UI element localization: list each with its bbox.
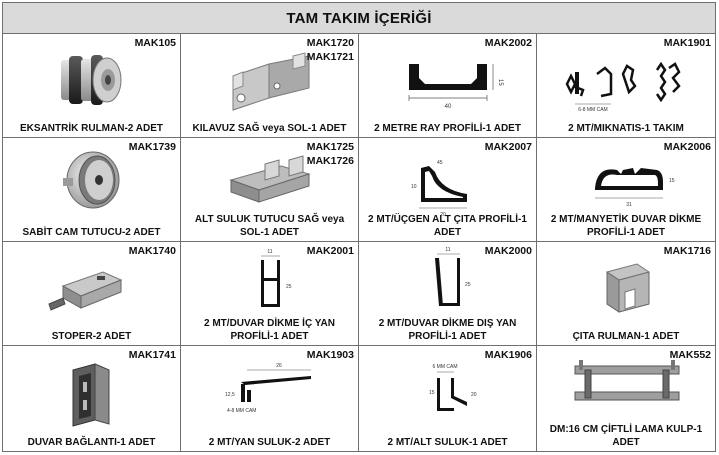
product-label: 2 MT/MANYETİK DUVAR DİKME PROFİLİ-1 ADET	[550, 214, 702, 238]
dimension-text: 25	[465, 282, 471, 288]
side-drip-profile-icon: 26 12,5 4-8 MM CAM	[225, 363, 311, 414]
dimension-text: 4-8 MM CAM	[227, 408, 256, 414]
rail-profile-icon: 40 15	[408, 64, 503, 110]
bottom-drip-profile-icon: 6 MM CAM 15 20	[429, 364, 477, 411]
product-code: MAK2001	[306, 245, 354, 257]
dimension-text: 25	[286, 284, 292, 290]
magnet-profile-icon: 6-8 MM CAM	[565, 61, 681, 113]
item-cell: 31 15 MAK2006 2 MT/MANYETİK DUVAR DİKME …	[537, 138, 715, 242]
dimension-text: 31	[626, 202, 632, 208]
eccentric-bearing-icon	[61, 55, 122, 105]
wall-outer-profile-icon: 11 25	[435, 247, 471, 306]
product-label: 2 MT/ÜÇGEN ALT ÇITA PROFİLİ-1 ADET	[368, 214, 527, 238]
product-label: ALT SULUK TUTUCU SAĞ veya SOL-1 ADET	[194, 214, 345, 238]
product-code: MAK105	[134, 37, 176, 49]
product-code: MAK1740	[128, 245, 176, 257]
dimension-text: 11	[267, 249, 272, 255]
product-code: MAK1741	[128, 349, 176, 361]
product-code: MAK1901	[663, 37, 711, 49]
wall-inner-profile-icon: 11 25	[261, 249, 292, 307]
strip-bearing-icon	[606, 263, 650, 313]
table-title: TAM TAKIM İÇERİĞİ	[3, 3, 715, 34]
dimension-text: 26	[276, 363, 282, 369]
item-cell: 11 25 MAK2000 2 MT/DUVAR DİKME DIŞ YAN P…	[359, 242, 537, 346]
dimension-text: 20	[440, 212, 446, 218]
wall-connector-icon	[72, 363, 110, 427]
triangle-profile-icon: 20 10 45	[411, 160, 467, 218]
product-code: MAK1906	[484, 349, 532, 361]
dimension-text: 10	[411, 184, 417, 190]
item-cell: MAK1741 DUVAR BAĞLANTI-1 ADET	[3, 346, 181, 451]
product-code: MAK2002	[484, 37, 532, 49]
product-label: 2 MT/ALT SULUK-1 ADET	[387, 437, 508, 448]
item-cell: MAK552 DM:16 CM ÇİFTLİ LAMA KULP-1 ADET	[537, 346, 715, 451]
item-cell: 6-8 MM CAM MAK1901 2 MT/MIKNATIS-1 TAKIM	[537, 34, 715, 138]
dimension-text: 6-8 MM CAM	[578, 107, 607, 113]
drip-holder-icon	[229, 155, 311, 203]
product-label: DUVAR BAĞLANTI-1 ADET	[27, 437, 156, 448]
product-code: MAK1903	[306, 349, 354, 361]
product-label: KILAVUZ SAĞ veya SOL-1 ADET	[192, 123, 347, 134]
product-code: MAK552	[669, 349, 711, 361]
product-code: MAK2000	[484, 245, 532, 257]
guide-bracket-icon	[232, 52, 310, 111]
product-label: SABİT CAM TUTUCU-2 ADET	[22, 227, 161, 238]
product-label: DM:16 CM ÇİFTLİ LAMA KULP-1 ADET	[549, 424, 703, 448]
product-label: 2 MT/MIKNATIS-1 TAKIM	[568, 123, 684, 134]
dimension-text: 20	[471, 392, 477, 398]
dimension-text: 45	[437, 160, 443, 166]
stopper-icon	[48, 271, 123, 311]
item-cell: 20 10 45 MAK2007 2 MT/ÜÇGEN ALT ÇITA PRO…	[359, 138, 537, 242]
dimension-text: 15	[497, 79, 503, 86]
dimension-text: 15	[429, 390, 435, 396]
fixed-glass-holder-icon	[63, 151, 120, 209]
product-code: MAK1716	[663, 245, 711, 257]
product-label: ÇITA RULMAN-1 ADET	[572, 331, 680, 342]
dimension-text: 12,5	[225, 392, 235, 398]
item-cell: 40 15 MAK2002 2 METRE RAY PROFİLİ-1 ADET	[359, 34, 537, 138]
product-code: MAK1739	[128, 141, 176, 153]
item-cell: MAK1716 ÇITA RULMAN-1 ADET	[537, 242, 715, 346]
product-label: 2 MT/DUVAR DİKME İÇ YAN PROFİLİ-1 ADET	[204, 318, 335, 342]
item-cell: 11 25 MAK2001 2 MT/DUVAR DİKME İÇ YAN PR…	[181, 242, 359, 346]
product-code: MAK2006	[663, 141, 711, 153]
dimension-text: 40	[445, 104, 452, 110]
dimension-text: 15	[669, 178, 675, 184]
product-label: 2 METRE RAY PROFİLİ-1 ADET	[374, 123, 521, 134]
product-label: EKSANTRİK RULMAN-2 ADET	[20, 123, 163, 134]
product-code: MAK2007	[484, 141, 532, 153]
product-label: 2 MT/DUVAR DİKME DIŞ YAN PROFİLİ-1 ADET	[378, 318, 517, 342]
item-cell: MAK1739 SABİT CAM TUTUCU-2 ADET	[3, 138, 181, 242]
item-cell: MAK1740 STOPER-2 ADET	[3, 242, 181, 346]
product-label: STOPER-2 ADET	[51, 331, 132, 342]
item-cell: 6 MM CAM 15 20 MAK1906 2 MT/ALT SULUK-1 …	[359, 346, 537, 451]
magnetic-wall-profile-icon: 31 15	[595, 168, 675, 208]
item-cell: MAK105 EKSANTRİK RULMAN-2 ADET	[3, 34, 181, 138]
dimension-text: 11	[445, 247, 450, 253]
double-handle-icon	[574, 360, 680, 401]
product-label: 2 MT/YAN SULUK-2 ADET	[208, 437, 331, 448]
item-cell: 26 12,5 4-8 MM CAM MAK1903 2 MT/YAN SULU…	[181, 346, 359, 451]
dimension-text: 6 MM CAM	[433, 364, 458, 370]
